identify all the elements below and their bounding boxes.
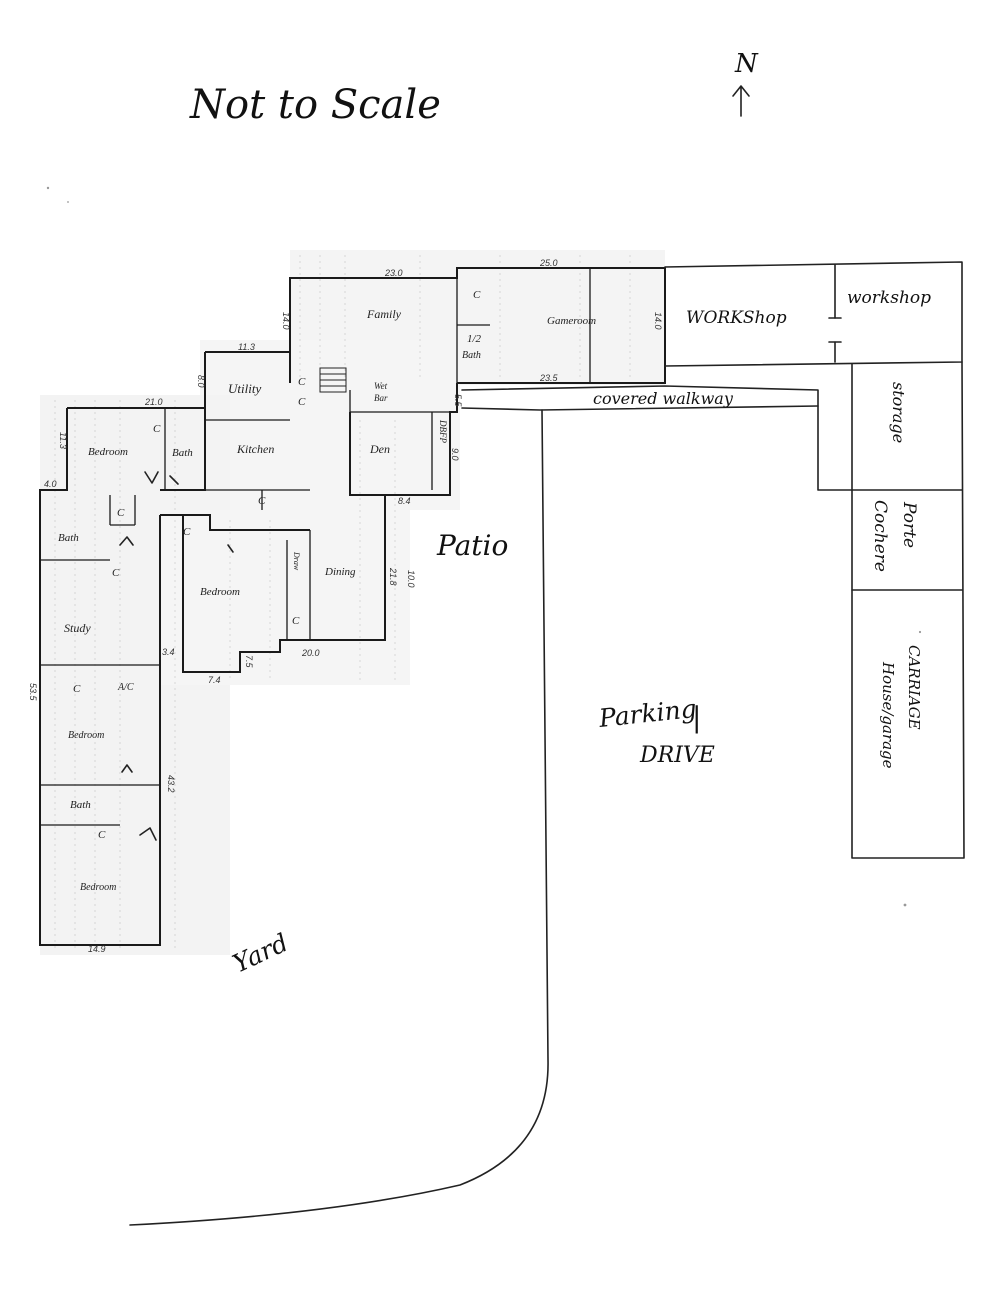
closet-label: C (292, 615, 300, 627)
room-drawer: Draw (292, 551, 301, 571)
room-half-bath-number: 1/2 (467, 333, 482, 345)
dimension-label: 4.0 (44, 479, 57, 489)
dimension-label: 9.0 (450, 448, 460, 461)
closet-label: C (153, 423, 161, 435)
door-swing-icon (119, 471, 234, 841)
room-bedroom-center: Bedroom (200, 586, 240, 598)
stairs-icon (319, 367, 347, 393)
north-arrow-icon (732, 85, 750, 117)
site-outbuildings: WORKShop workshop covered walkway storag… (461, 261, 965, 859)
porte-cochere-label-1: Porte (899, 501, 919, 548)
room-wet-bar-2: Bar (374, 393, 388, 403)
room-bedroom-sw1: Bedroom (68, 730, 104, 741)
porte-cochere-label-2: Cochere (870, 500, 890, 572)
dimension-label: 53.5 (28, 683, 38, 702)
room-bedroom-sw2: Bedroom (80, 882, 116, 893)
scan-specks (46, 186, 922, 907)
dimension-label: 8.4 (398, 496, 411, 506)
parking-label: Parking (597, 694, 698, 733)
drive-label: DRIVE (639, 743, 715, 768)
dimension-label: 21.0 (144, 397, 163, 407)
room-study: Study (64, 621, 91, 635)
closet-label: C (73, 683, 81, 695)
dimension-label: 3.4 (162, 647, 175, 657)
workshop-label-secondary: workshop (847, 288, 931, 308)
closet-label: C (117, 507, 125, 519)
closet-label: C (258, 495, 266, 507)
dimension-label: 43.2 (166, 775, 176, 793)
dimension-label: 5.5 (453, 394, 463, 408)
room-ac: A/C (117, 682, 134, 693)
closet-label: C (298, 396, 306, 408)
dimension-label: 14.0 (281, 312, 291, 330)
dimension-label: 7.4 (208, 675, 221, 685)
room-bath-sw: Bath (70, 799, 91, 811)
workshop-label: WORKShop (686, 308, 787, 328)
room-utility: Utility (228, 381, 261, 396)
room-dbfp: DBFP (438, 419, 448, 443)
drive-boundary-line (129, 409, 549, 1226)
room-half-bath: Bath (462, 350, 481, 361)
dimension-label: 8.0 (196, 375, 206, 388)
dimension-label: 25.0 (539, 258, 558, 268)
dimension-label: 23.5 (539, 373, 559, 383)
closet-label: C (98, 829, 106, 841)
closet-label: C (183, 526, 191, 538)
north-label: N (734, 49, 759, 79)
dimension-label: 14.0 (653, 312, 663, 330)
dimension-label: 10.0 (406, 570, 416, 588)
dimension-label: 14.9 (88, 944, 106, 954)
closet-label: C (298, 376, 306, 388)
dimension-label: 11.3 (238, 342, 255, 352)
room-gameroom: Gameroom (547, 315, 596, 327)
closet-label: C (112, 567, 120, 579)
carriage-house-label-2: House/garage (879, 661, 897, 769)
room-bath-n: Bath (172, 447, 193, 459)
covered-walkway-label: covered walkway (593, 389, 734, 408)
parking-divider: | (692, 701, 701, 734)
closet-label: C (473, 289, 481, 301)
yard-label: Yard (228, 928, 292, 979)
storage-label: storage (889, 382, 908, 443)
dimension-label: 23.0 (384, 268, 403, 278)
dimension-label: 11.3 (58, 432, 68, 449)
room-den: Den (369, 442, 390, 456)
carriage-house-label-1: CARRIAGE (905, 645, 923, 730)
scale-note: Not to Scale (189, 82, 441, 128)
room-dining: Dining (324, 566, 356, 578)
dimension-label: 20.0 (301, 648, 320, 658)
room-kitchen: Kitchen (236, 442, 274, 456)
room-bedroom-nw: Bedroom (88, 446, 128, 458)
house-plan: Family Gameroom 1/2 Bath Wet Bar Utility… (28, 250, 666, 955)
room-bath-w: Bath (58, 532, 79, 544)
dimension-label: 21.8 (388, 567, 398, 586)
patio-label: Patio (436, 529, 508, 562)
dimension-label: 7.5 (244, 655, 254, 669)
room-wet-bar-1: Wet (374, 381, 388, 391)
room-family: Family (366, 307, 402, 321)
